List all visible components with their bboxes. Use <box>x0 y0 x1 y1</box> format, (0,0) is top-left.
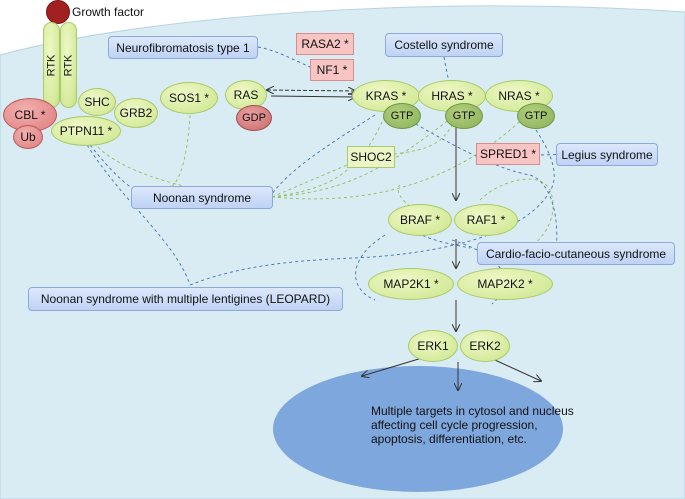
erk2-node: ERK2 <box>460 330 510 362</box>
leopard-box: Noonan syndrome with multiple lentigines… <box>28 287 343 311</box>
rasa2-box: RASA2 * <box>296 33 354 55</box>
grb2-node: GRB2 <box>114 98 158 128</box>
kras-gtp-node: GTP <box>383 103 421 129</box>
cfc-box: Cardio-facio-cutaneous syndrome <box>477 242 675 265</box>
raf1-node: RAF1 * <box>454 204 518 236</box>
shc-node: SHC <box>78 88 116 116</box>
erk1-node: ERK1 <box>408 330 458 362</box>
nras-node: NRAS * <box>485 80 553 112</box>
rtk-receptor-left: RTK <box>43 22 60 108</box>
sos1-node: SOS1 * <box>160 82 218 114</box>
growth-factor-ligand <box>46 0 70 24</box>
shoc2-box: SHOC2 <box>347 146 395 168</box>
map2k2-node: MAP2K2 * <box>457 268 553 300</box>
nf1-box: NF1 * <box>310 59 354 81</box>
gdp-node: GDP <box>236 105 272 131</box>
targets-line-2: affecting cell cycle progression, <box>371 418 538 432</box>
targets-line-1: Multiple targets in cytosol and nucleus <box>371 404 574 418</box>
neurofibromatosis-box: Neurofibromatosis type 1 <box>108 36 258 59</box>
rtk-receptor-right: RTK <box>60 22 77 108</box>
nras-gtp-node: GTP <box>517 103 555 129</box>
rtk-label-right: RTK <box>62 54 74 76</box>
noonan-box: Noonan syndrome <box>131 186 273 209</box>
costello-box: Costello syndrome <box>385 33 503 57</box>
ub-node: Ub <box>13 125 43 149</box>
legius-box: Legius syndrome <box>556 143 658 166</box>
map2k1-node: MAP2K1 * <box>368 268 454 300</box>
rtk-label-left: RTK <box>45 54 57 76</box>
growth-factor-label: Growth factor <box>72 5 145 19</box>
braf-node: BRAF * <box>388 204 452 236</box>
targets-text: Multiple targets in cytosol and nucleus … <box>371 404 574 446</box>
cell-membrane <box>0 5 685 499</box>
hras-gtp-node: GTP <box>445 103 483 129</box>
spred1-box: SPRED1 * <box>476 143 540 165</box>
nucleus <box>273 366 563 492</box>
targets-line-3: apoptosis, differentiation, etc. <box>371 432 527 446</box>
ptpn11-node: PTPN11 * <box>51 116 121 146</box>
